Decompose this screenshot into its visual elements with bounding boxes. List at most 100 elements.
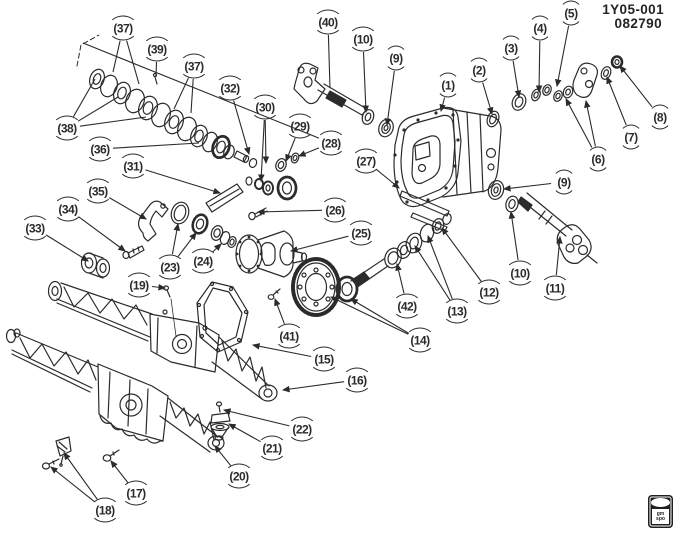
leader-line-8 (619, 65, 653, 108)
leader-line-37 (173, 77, 189, 110)
callout-15: (15) (309, 346, 339, 372)
callout-28: (28) (316, 130, 346, 156)
leader-line-28 (82, 42, 320, 139)
callout-19: (19) (124, 272, 154, 298)
leader-line-2 (482, 82, 494, 116)
leader-line-13 (427, 234, 453, 300)
front-yoke-and-shaft (293, 62, 394, 138)
leader-line-13 (414, 245, 451, 301)
leader-line-26 (256, 208, 323, 216)
leader-line-14 (350, 298, 410, 334)
callout-10: (10) (348, 26, 378, 52)
leader-line-28 (297, 147, 320, 157)
callout-22: (22) (287, 416, 317, 442)
callout-9: (9) (384, 45, 408, 71)
pivot-bolt (122, 245, 145, 260)
callout-13: (13) (442, 298, 472, 324)
callout-16: (16) (342, 367, 372, 393)
callout-14: (14) (405, 327, 435, 353)
support-bracket (137, 200, 169, 242)
callout-31: (31) (118, 153, 148, 179)
leader-line-41 (274, 297, 285, 324)
bushing (80, 252, 111, 279)
callout-17: (17) (121, 480, 151, 506)
bracket-bolt-left (41, 458, 60, 470)
callout-33: (33) (20, 215, 50, 241)
lower-axle-cover (5, 328, 225, 453)
leader-line-6 (584, 99, 596, 147)
cross-pin-shaft (205, 176, 253, 213)
drawing-number-block: 1Y05-001 082790 (602, 3, 664, 31)
leader-line-39 (155, 61, 158, 78)
callout-10: (10) (505, 260, 535, 286)
gasket-bolt (267, 288, 281, 300)
leader-line-4 (535, 40, 543, 94)
leader-line-23 (177, 232, 197, 258)
leader-line-22 (222, 408, 290, 427)
leader-line-23 (171, 222, 181, 255)
callout-20: (20) (224, 463, 254, 489)
logo-oval-icon (651, 498, 670, 507)
callout-2: (2) (467, 57, 491, 83)
cover-gasket (196, 281, 249, 353)
leader-line-37 (126, 40, 140, 85)
leader-line-1 (439, 97, 446, 113)
leader-line-34 (78, 216, 126, 252)
callout-27: (27) (351, 148, 381, 174)
logo-label: gm spo (652, 509, 669, 524)
leader-line-18 (63, 452, 98, 500)
leader-line-7 (606, 75, 627, 126)
leader-line-15 (251, 343, 312, 358)
callout-35: (35) (83, 178, 113, 204)
revision-date-code: 082790 (614, 16, 662, 31)
leader-line-9 (502, 182, 552, 192)
leader-line-36 (112, 142, 200, 149)
leader-line-31 (145, 169, 222, 195)
leader-line-6 (565, 98, 593, 148)
callout-6: (6) (586, 146, 610, 172)
leader-line-29 (285, 137, 296, 163)
leader-line-35 (108, 197, 147, 220)
leader-line-40 (327, 34, 331, 89)
drawing-number: 1Y05-001 (602, 2, 664, 17)
logo-line2: spo (656, 515, 665, 522)
leader-line-38 (72, 78, 96, 117)
callout-21: (21) (257, 435, 287, 461)
mounting-bracket (55, 436, 72, 467)
bracket-bolt-right (102, 449, 120, 462)
callout-34: (34) (53, 196, 83, 222)
reference-dash-line (76, 34, 100, 67)
differential-carrier-housing (393, 106, 502, 208)
leader-line-24 (212, 243, 222, 253)
callout-11: (11) (540, 275, 570, 301)
leader-line-38 (77, 96, 119, 122)
leader-line-3 (512, 60, 522, 99)
spider-gear-cluster (211, 134, 300, 201)
ring-gear (291, 257, 341, 317)
callout-3: (3) (499, 35, 523, 61)
leader-line-14 (330, 296, 409, 335)
drive-pinion-assembly (335, 213, 452, 303)
leader-line-37 (112, 40, 121, 73)
callout-7: (7) (619, 124, 643, 150)
leader-line-32 (233, 100, 251, 156)
callout-36: (36) (85, 136, 115, 162)
differential-case (235, 230, 308, 278)
leader-line-25 (289, 235, 349, 253)
callout-1: (1) (436, 72, 460, 98)
leader-line-42 (395, 262, 405, 294)
leader-line-30 (262, 119, 270, 165)
callout-9: (9) (552, 169, 576, 195)
callout-8: (8) (648, 104, 672, 130)
leader-line-27 (375, 168, 400, 189)
callout-24: (24) (188, 248, 218, 274)
logo-line1: gm (656, 510, 665, 517)
callout-32: (32) (215, 75, 245, 101)
right-output-shaft (487, 180, 598, 264)
callout-4: (4) (528, 15, 552, 41)
callout-29: (29) (285, 113, 315, 139)
callout-37: (37) (108, 15, 138, 41)
